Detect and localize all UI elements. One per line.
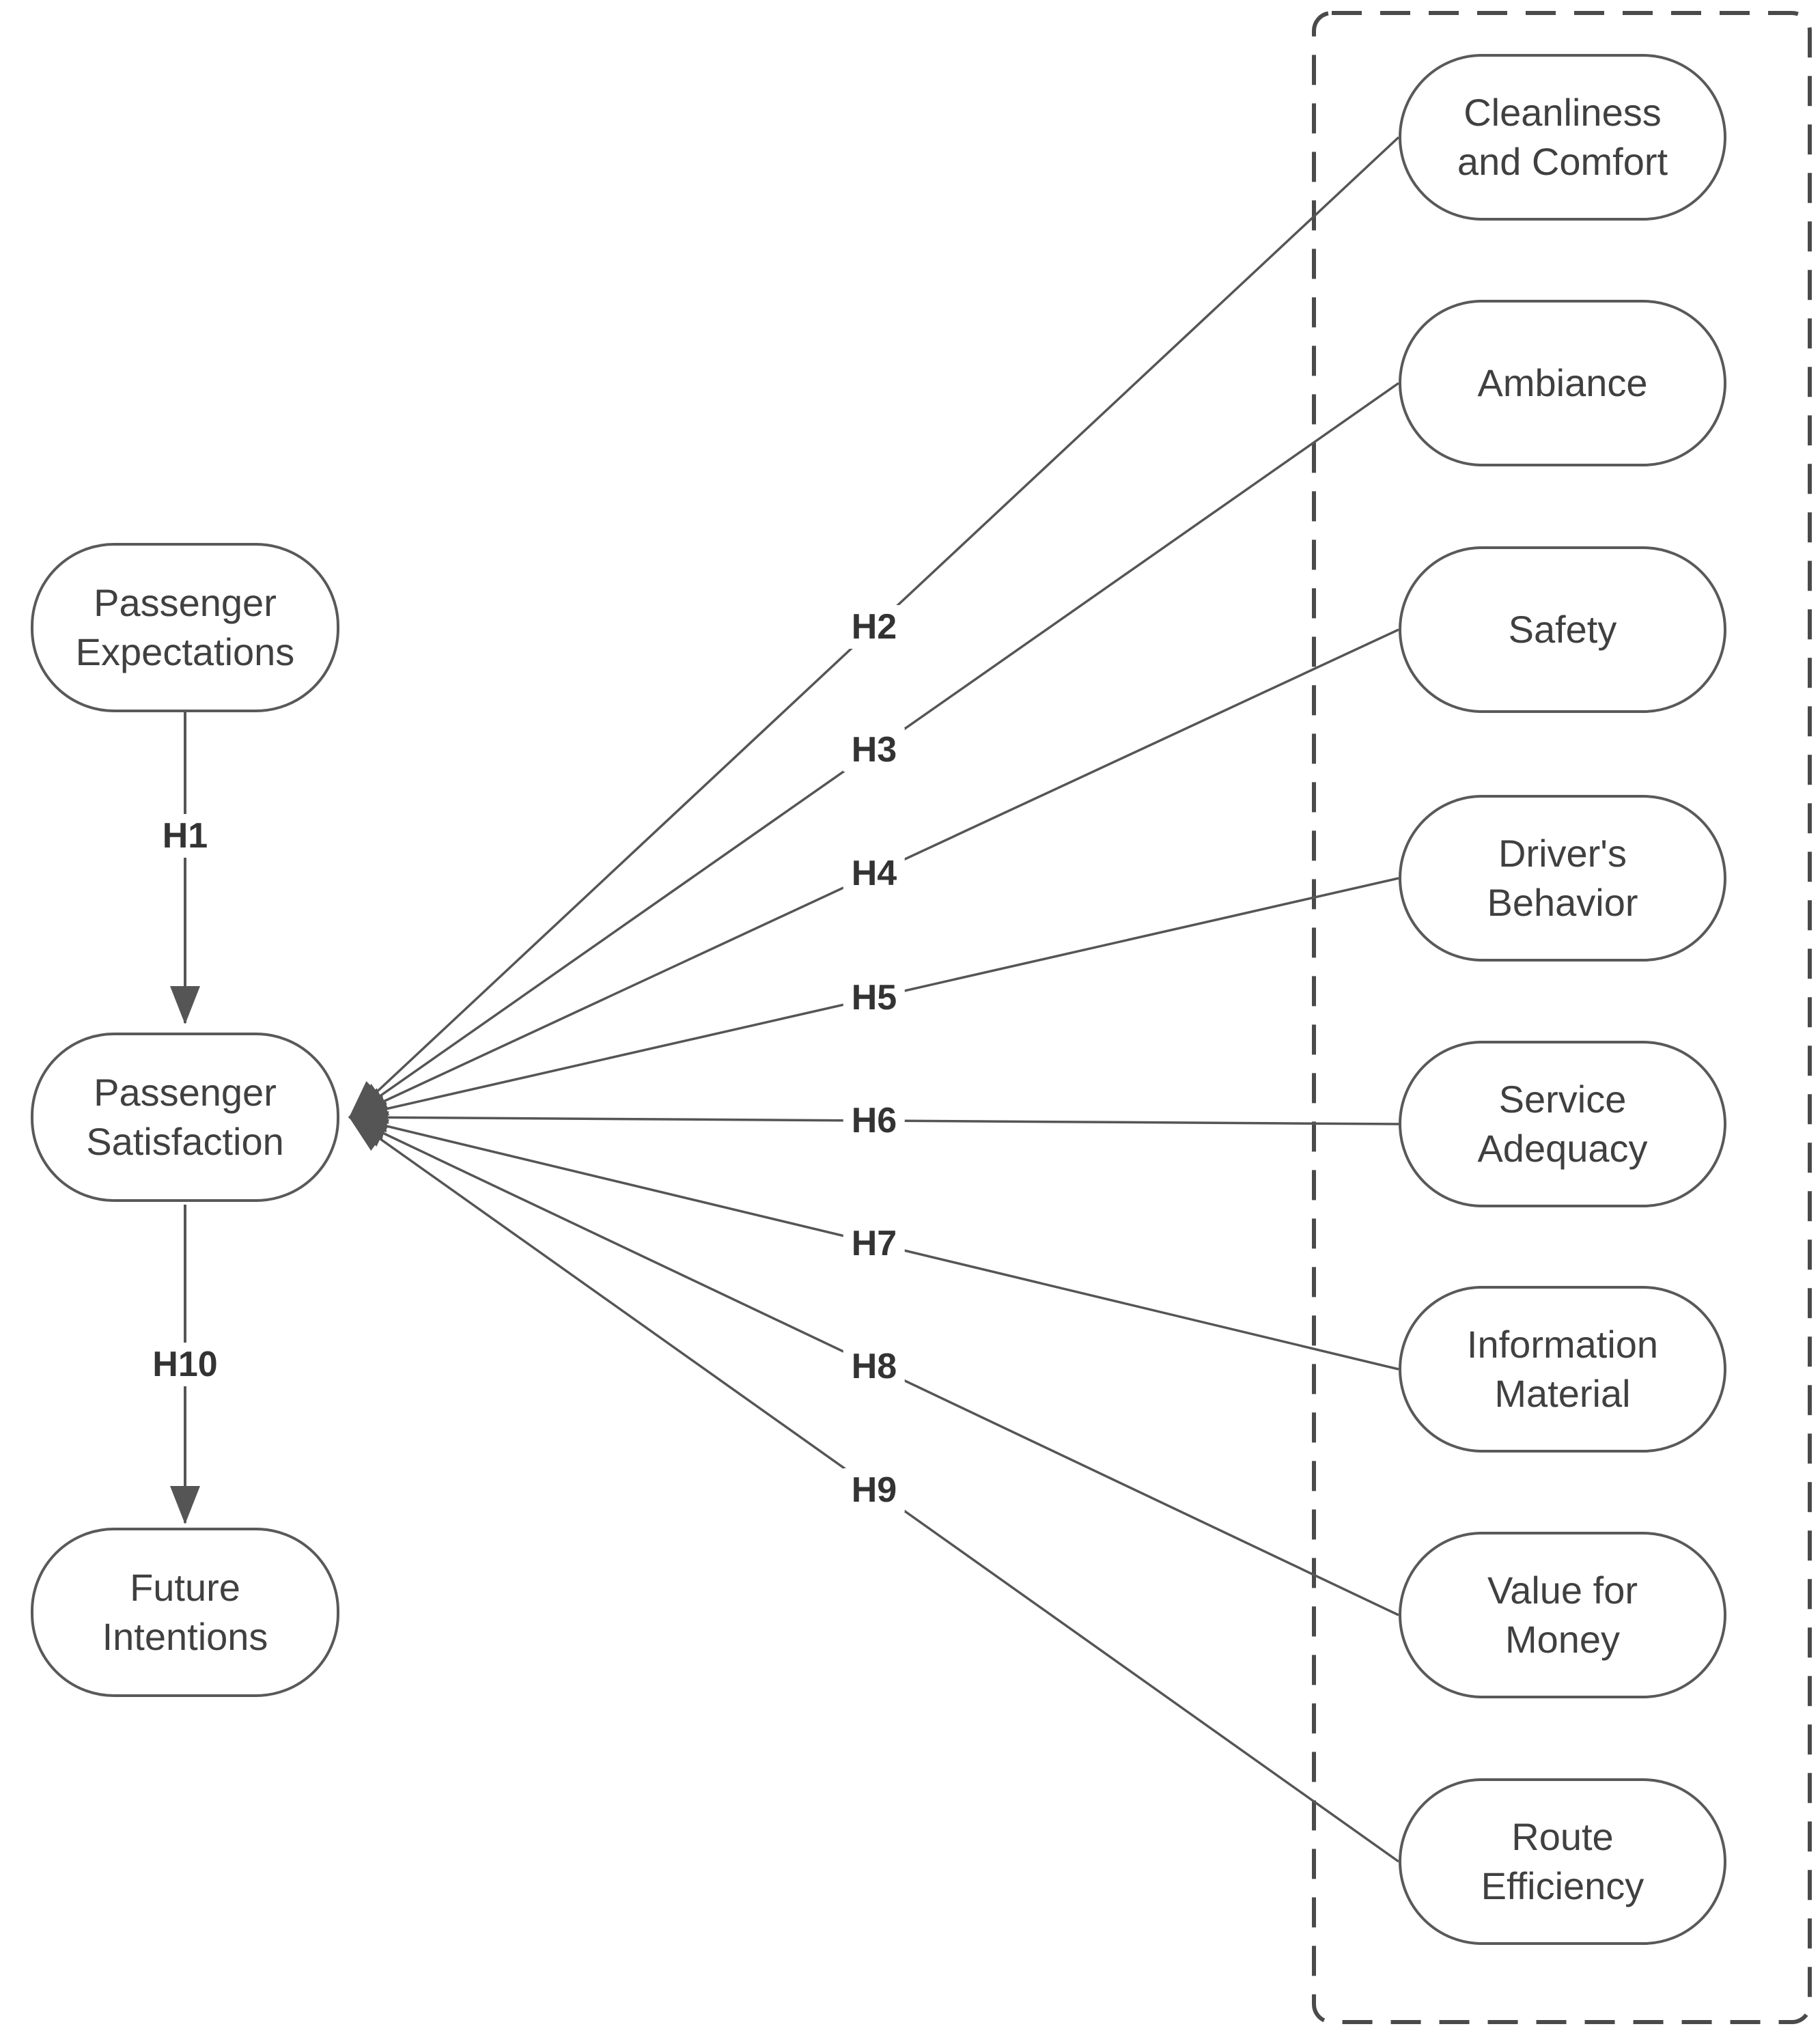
hypothesis-label-h6: H6 <box>843 1099 906 1142</box>
node-value-for-money: Value for Money <box>1399 1532 1726 1698</box>
hypothesis-label-h7: H7 <box>843 1222 906 1265</box>
hypothesis-label-h8: H8 <box>843 1345 906 1388</box>
node-safety: Safety <box>1399 546 1726 713</box>
service-quality-dashed-frame <box>1312 11 1812 2024</box>
hypothesis-label-h9: H9 <box>843 1468 906 1512</box>
node-passenger-expectations: Passenger Expectations <box>31 543 339 712</box>
node-passenger-satisfaction: Passenger Satisfaction <box>31 1033 339 1202</box>
hypothesis-label-h5: H5 <box>843 976 906 1020</box>
hypothesis-label-h10: H10 <box>144 1343 226 1386</box>
node-service-adequacy: Service Adequacy <box>1399 1041 1726 1207</box>
hypothesis-label-h4: H4 <box>843 852 906 895</box>
node-information-material: Information Material <box>1399 1286 1726 1453</box>
node-route-efficiency: Route Efficiency <box>1399 1778 1726 1945</box>
node-ambiance: Ambiance <box>1399 300 1726 466</box>
node-future-intentions: Future Intentions <box>31 1528 339 1697</box>
hypothesis-label-h2: H2 <box>843 605 906 649</box>
node-cleanliness-and-comfort: Cleanliness and Comfort <box>1399 54 1726 221</box>
hypothesis-label-h1: H1 <box>154 814 216 858</box>
hypothesis-label-h3: H3 <box>843 728 906 772</box>
node-drivers-behavior: Driver's Behavior <box>1399 795 1726 962</box>
